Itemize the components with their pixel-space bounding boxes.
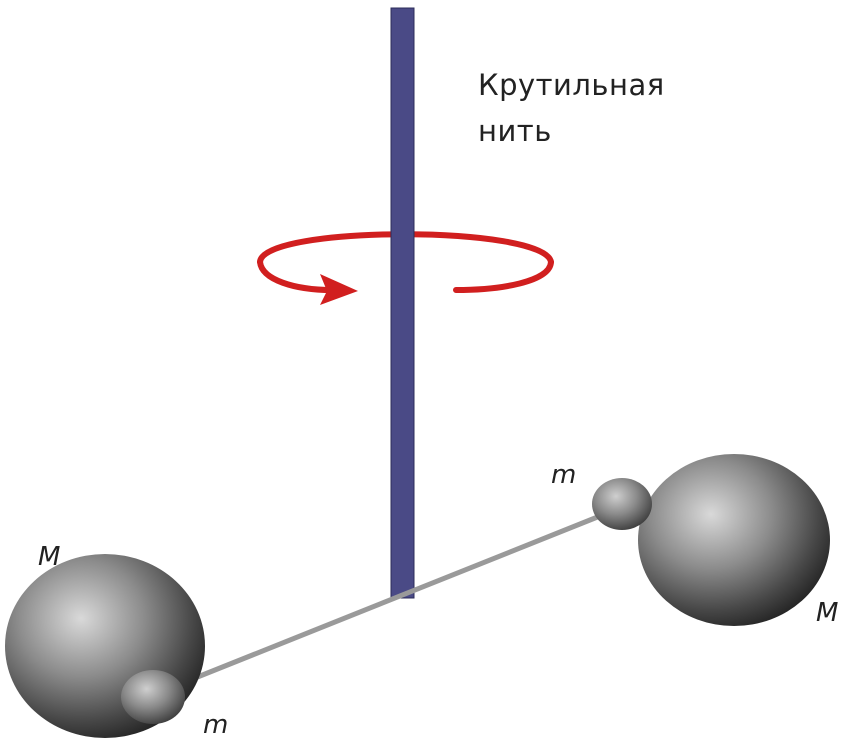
rotation-arrowhead-icon <box>320 274 358 305</box>
small-mass-right-label: m <box>551 460 577 490</box>
small-mass-right <box>592 478 652 530</box>
rotation-arrow-front-left <box>257 259 335 293</box>
torsion-thread <box>390 7 415 599</box>
thread-label-line1: Крутильная <box>478 68 665 102</box>
big-mass-right <box>638 454 830 626</box>
thread-label-line2: нить <box>478 114 552 148</box>
small-mass-left-label: m <box>203 710 229 740</box>
big-mass-right-label: M <box>816 598 839 628</box>
rotation-arrow-front-right <box>453 259 554 293</box>
thread-label: Крутильная нить <box>478 62 665 154</box>
small-mass-left <box>121 670 185 724</box>
big-mass-left-label: M <box>38 542 61 572</box>
balance-rod <box>182 513 603 685</box>
